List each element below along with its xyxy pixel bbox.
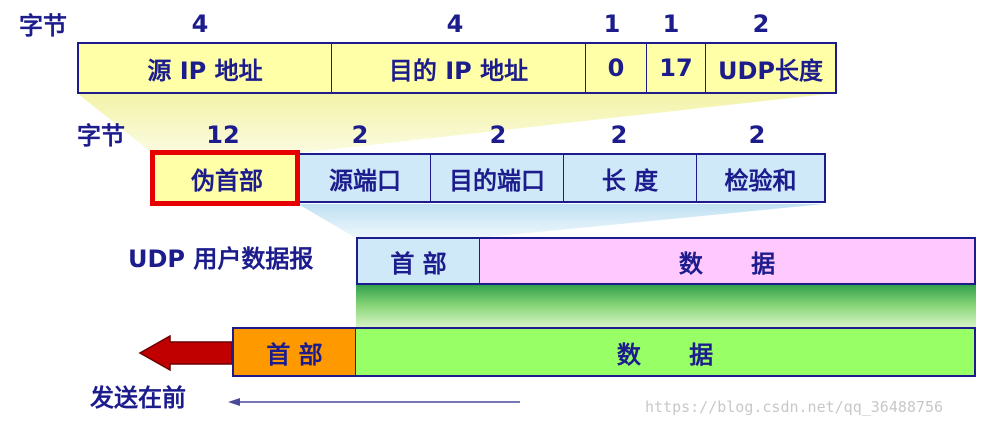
pseudo-header-expansion-wedge xyxy=(77,93,836,153)
byte-count-udp-length: 2 xyxy=(752,10,770,38)
byte-count-dst-port: 2 xyxy=(489,121,507,149)
field-zero: 0 xyxy=(586,44,647,92)
udp-datagram-data: 数 据 xyxy=(480,239,974,283)
field-dst-ip: 目的 IP 地址 xyxy=(332,44,586,92)
ip-datagram-header: 首 部 xyxy=(234,329,356,375)
field-src-port: 源端口 xyxy=(300,155,431,201)
udp-header-expansion-wedge xyxy=(298,204,825,238)
byte-count-dst-ip: 4 xyxy=(446,10,464,38)
order-arrowhead xyxy=(228,398,240,406)
field-protocol: 17 xyxy=(647,44,706,92)
byte-label-row2: 字节 xyxy=(77,122,125,150)
encapsulation-band xyxy=(356,284,976,328)
pseudo-header-row: 源 IP 地址 目的 IP 地址 0 17 UDP长度 xyxy=(77,42,837,94)
ip-datagram-row: 首 部 数 据 xyxy=(232,327,976,377)
ip-datagram-data: 数 据 xyxy=(356,329,974,375)
byte-count-src-ip: 4 xyxy=(191,10,209,38)
byte-label-row1: 字节 xyxy=(19,12,67,40)
byte-count-src-port: 2 xyxy=(351,121,369,149)
watermark-url: https://blog.csdn.net/qq_36488756 xyxy=(645,398,944,416)
field-checksum: 检验和 xyxy=(724,166,797,195)
send-first-label: 发送在前 xyxy=(90,384,186,412)
byte-count-zero: 1 xyxy=(603,10,621,38)
udp-datagram-header: 首 部 xyxy=(358,239,480,283)
pseudo-header-highlight xyxy=(150,150,300,206)
byte-count-checksum: 2 xyxy=(748,121,766,149)
field-src-ip: 源 IP 地址 xyxy=(79,44,332,92)
field-dst-port: 目的端口 xyxy=(431,155,564,201)
send-direction-arrow xyxy=(138,334,233,372)
field-udp-length: UDP长度 xyxy=(718,56,823,85)
udp-datagram-label: UDP 用户数据报 xyxy=(128,245,314,273)
udp-header-row: 伪首部 源端口 目的端口 长 度 检验和 xyxy=(152,153,826,203)
byte-count-protocol: 1 xyxy=(662,10,680,38)
field-pseudo-header: 伪首部 xyxy=(154,155,300,201)
byte-count-pseudo-header: 12 xyxy=(206,121,240,149)
field-length: 长 度 xyxy=(564,155,697,201)
udp-datagram-row: 首 部 数 据 xyxy=(356,237,976,285)
byte-count-length: 2 xyxy=(610,121,628,149)
